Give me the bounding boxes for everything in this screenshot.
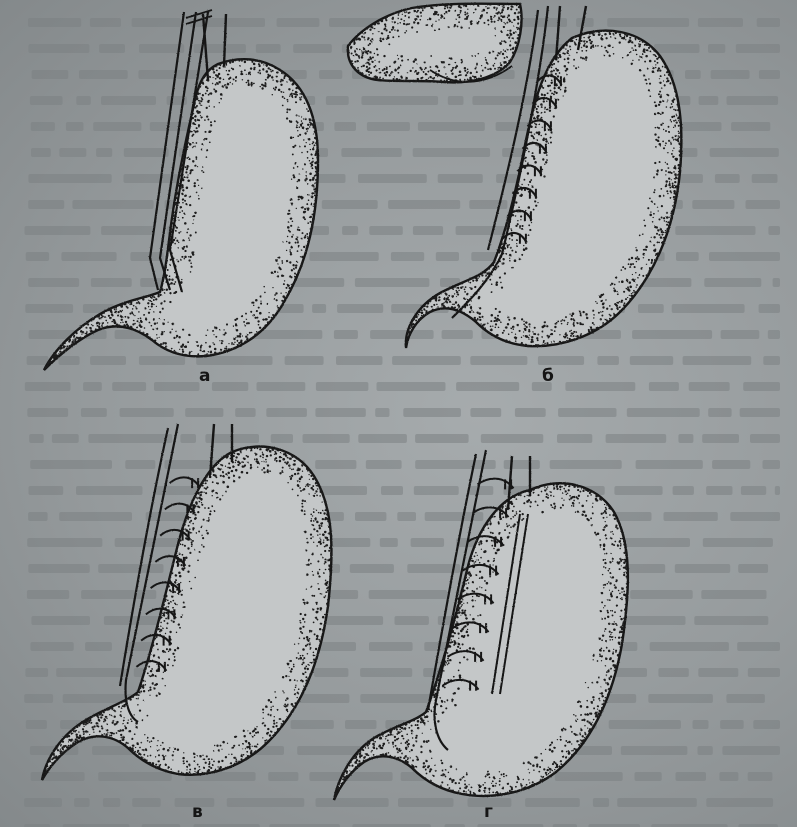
nerve-branch [170, 477, 200, 487]
ligature-mark [192, 478, 198, 488]
panel-a-illustration [44, 10, 319, 370]
nerve-branch [478, 479, 514, 489]
panel-g-illustration [334, 450, 629, 800]
stomach-g [334, 483, 628, 800]
panel-label-b: б [542, 366, 554, 386]
panel-b-illustration [347, 3, 683, 348]
panel-label-v: в [192, 802, 203, 822]
stomach-v [42, 447, 331, 780]
panel-label-g: г [484, 802, 493, 822]
panel-label-a: а [199, 366, 210, 386]
panel-v-illustration [41, 424, 332, 780]
ligature-mark [505, 479, 511, 489]
